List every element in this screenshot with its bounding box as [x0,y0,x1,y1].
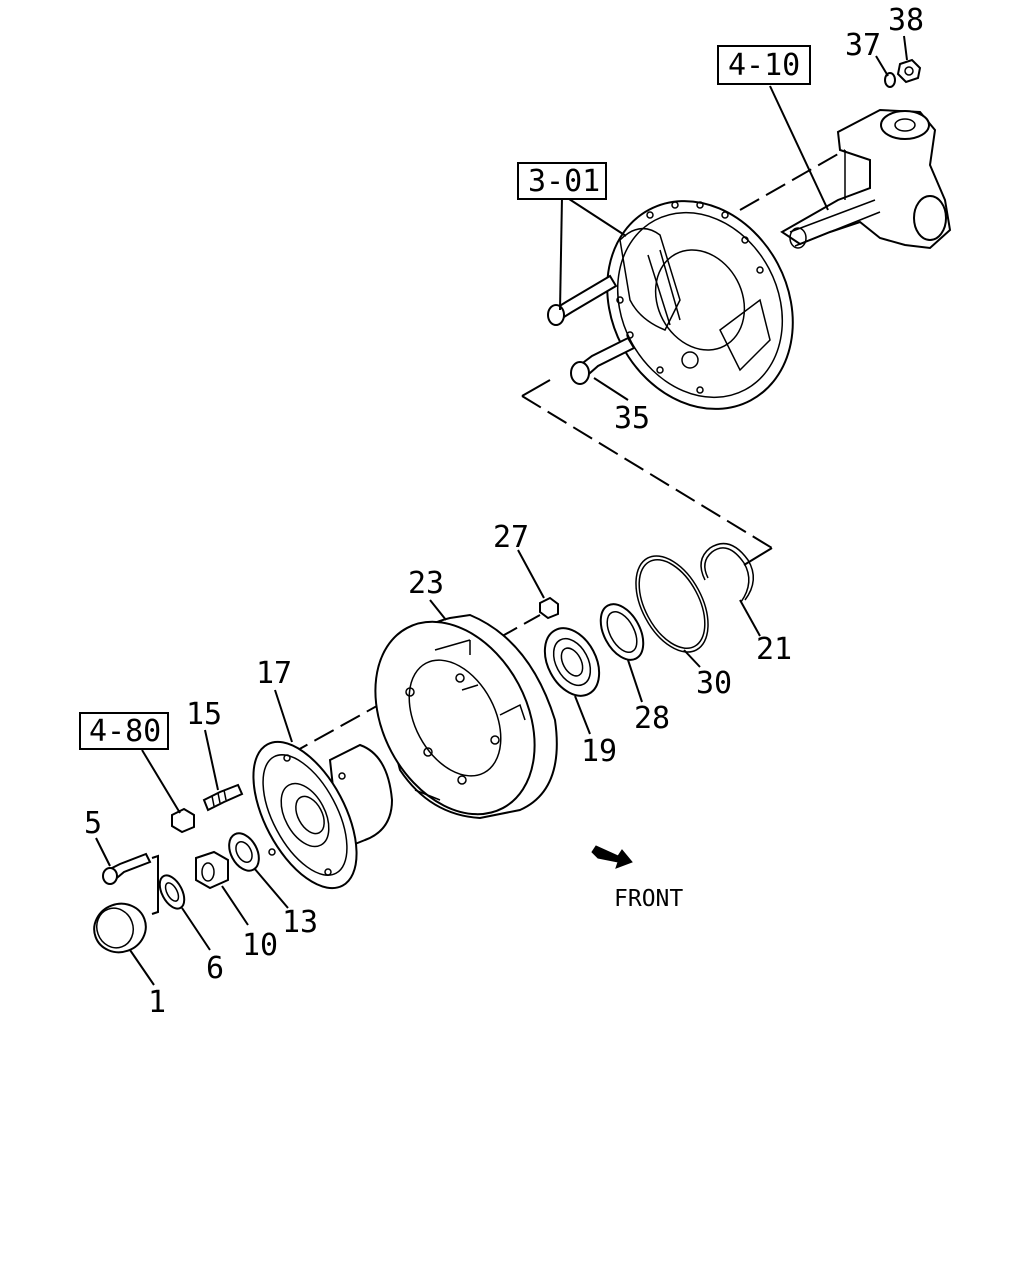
ring-30 [635,555,709,653]
leader-lines [95,35,908,986]
front-direction-label: FRONT [614,886,683,912]
snap-ring-21 [700,542,754,603]
callout-15: 15 [186,697,222,732]
callout-1: 1 [148,985,166,1020]
callout-37: 37 [845,28,881,63]
axis-line-upper [739,149,846,211]
washer-37 [884,72,896,88]
nut-38 [896,58,922,84]
reference-box-4-80[interactable] [79,712,169,750]
callout-6: 6 [206,951,224,986]
bearing-19 [543,627,601,697]
callout-10: 10 [242,928,278,963]
lock-washer-6 [158,874,186,910]
nut-4-80 [171,807,195,834]
callout-13: 13 [282,905,318,940]
bolt-upper [547,274,618,326]
callout-17: 17 [256,656,292,691]
brake-drum-23 [374,613,558,820]
hub-17 [252,740,394,890]
reference-label-4-10[interactable]: 4-10 [728,48,800,83]
callout-27: 27 [493,520,529,555]
hub-cap-1 [93,902,147,954]
reference-box-3-01[interactable] [517,162,607,200]
reference-box-4-10[interactable] [717,45,811,85]
axle-knuckle [780,108,952,250]
stud-15 [202,783,244,812]
bolt-5 [102,852,152,885]
nut-10 [195,850,229,890]
callout-38: 38 [888,3,924,38]
axis-line-middle [521,395,773,549]
nut-27 [539,596,559,620]
seal-28 [599,603,645,661]
callout-5: 5 [84,806,102,841]
brake-assembly [606,200,794,410]
arrow-icon [591,845,633,869]
reference-label-3-01[interactable]: 3-01 [528,164,600,199]
bearing-13 [228,832,260,872]
bracket-6 [151,854,159,915]
callout-23: 23 [408,566,444,601]
reference-label-4-80[interactable]: 4-80 [89,714,161,749]
callout-35: 35 [614,401,650,436]
callout-28: 28 [634,701,670,736]
callout-19: 19 [581,734,617,769]
bolt-35 [570,336,636,385]
callout-30: 30 [696,666,732,701]
callout-21: 21 [756,632,792,667]
